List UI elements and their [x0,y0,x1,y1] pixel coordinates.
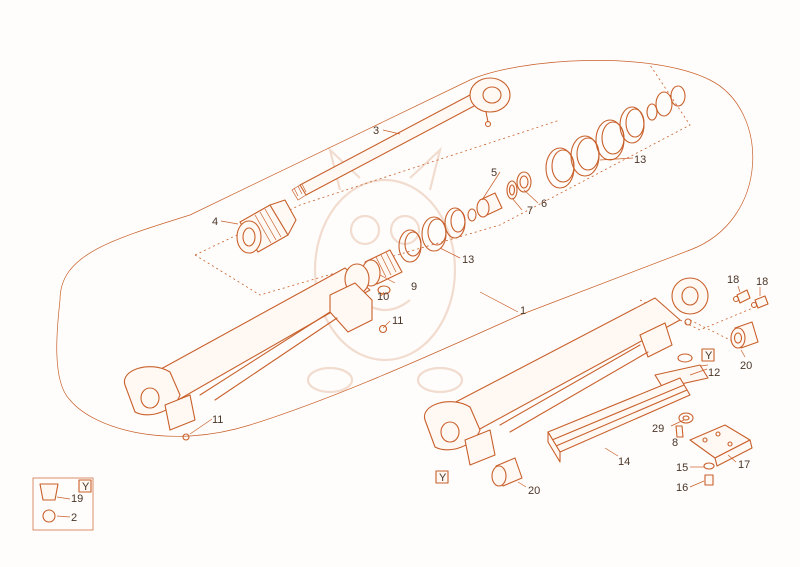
grease-cap-19 [39,483,59,501]
callout-2: 2 [71,512,77,524]
callout-11-upper: 11 [392,315,403,327]
grease-nipple-18a [732,289,751,304]
rod-guard-channel [547,377,691,463]
callout-29: 29 [652,423,664,435]
callout-19: 19 [71,493,83,505]
piston-rod [291,77,511,201]
washer-15 [703,462,715,470]
callout-9: 9 [411,281,417,293]
callout-16: 16 [676,482,688,494]
view-marker-lower [435,470,449,484]
view-marker-upper [701,348,715,362]
callout-3: 3 [373,125,379,137]
bushing-20-lower [491,457,523,487]
cylinder-barrel-upper [124,263,388,441]
callout-5: 5 [491,167,497,179]
callout-13-upper: 13 [634,154,646,166]
callout-15: 15 [676,462,688,474]
callout-18-right: 18 [756,276,768,288]
callout-4: 4 [212,216,218,228]
assembly-boundary-outline [56,60,754,437]
callout-20-upper: 20 [740,360,752,372]
piston-head [236,199,297,254]
leader-lines [56,129,761,518]
cylinder-assembly-lower [424,277,709,466]
callout-1: 1 [520,305,526,317]
callout-18-left: 18 [727,274,739,286]
bolt-16 [704,474,714,486]
callout-14: 14 [618,456,630,468]
view-marker-upper-label: Y [705,350,713,362]
seal-kit-upper [545,85,686,189]
callout-12: 12 [708,367,720,379]
bushing-20-upper [730,321,759,349]
callout-7: 7 [527,205,533,217]
grease-nipple-18b [750,295,769,309]
support-plate [689,424,753,467]
detail-inset-y [32,477,94,531]
callout-20-lower: 20 [528,485,540,497]
bolt-8 [675,425,684,438]
view-marker-inset-label: Y [82,481,90,493]
callout-17: 17 [738,459,750,471]
callout-13-lower: 13 [462,254,474,266]
callout-11-lower: 11 [212,414,223,426]
callout-6: 6 [541,198,547,210]
guide-bushing-set [476,171,532,218]
seal-kit-lower [398,207,477,263]
nut-2 [42,509,56,523]
view-marker-inset [78,479,92,493]
view-marker-lower-label: Y [439,472,447,484]
callout-10: 10 [377,291,389,303]
washer-29 [678,412,694,424]
callout-8: 8 [672,437,678,449]
callout-labels: 1 2 3 4 5 6 7 8 9 10 11 11 12 13 13 14 1… [71,125,768,524]
